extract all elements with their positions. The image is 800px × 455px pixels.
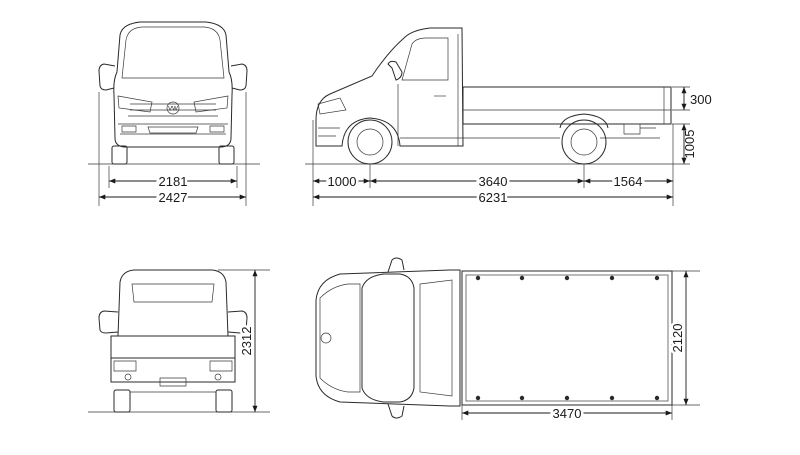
top-view-mirror-bottom [387, 403, 405, 419]
rear-view-cab [117, 269, 229, 337]
dim-label-front-width: 2427 [159, 190, 188, 205]
side-view: 300 1005 1000 3640 1564 6231 [305, 27, 712, 208]
vw-emblem-front [166, 101, 180, 115]
side-view-rear-rim [570, 128, 598, 156]
rear-view-mirror-left [98, 310, 119, 334]
rear-view-mirror-right [227, 310, 248, 334]
front-view-headlight-right [193, 95, 229, 113]
top-view-roof [361, 273, 415, 403]
rear-view-window [131, 283, 215, 303]
side-view-cab-outline [315, 27, 464, 147]
top-view-cab-rear [419, 279, 453, 397]
top-view-mirror-top [387, 257, 405, 273]
front-view-foglight-left [121, 125, 137, 133]
rear-view-license-plate [159, 377, 187, 387]
side-view-rear-light [623, 123, 656, 135]
rear-view-tire-right [215, 389, 233, 413]
rear-view-taillight-left [113, 360, 137, 372]
top-view-cargo-bed [461, 270, 673, 406]
side-view-rear-arch [559, 113, 609, 129]
front-view-cab-outline [113, 21, 233, 148]
front-view: VW 2181 2427 [88, 21, 260, 208]
front-view-headlight-left [117, 95, 153, 113]
front-view-windshield [121, 26, 225, 79]
front-view-bumper [118, 123, 228, 135]
side-view-front-wheel [347, 119, 393, 165]
vw-emblem-top [320, 332, 332, 344]
side-view-bumper [318, 127, 340, 137]
dim-label-front-track: 2181 [159, 174, 188, 189]
side-view-front-rim [356, 128, 384, 156]
top-view-hood [319, 283, 361, 393]
front-view-tire-left [111, 145, 128, 165]
rear-view-rear-frame [110, 357, 236, 383]
top-view: 2120 3470 [315, 257, 700, 424]
dim-label-overall-length: 6231 [479, 190, 508, 205]
side-view-window [401, 37, 449, 81]
side-view-rear-wheel [561, 119, 607, 165]
rear-view-tailgate [110, 335, 236, 359]
vw-emblem-front-text: VW [168, 107, 178, 113]
dim-label-rear-height: 2312 [239, 327, 254, 356]
side-view-cargo-bed [462, 86, 672, 125]
front-view-foglight-right [209, 125, 225, 133]
rear-view-reflector-right [214, 373, 222, 381]
dim-label-front-overhang: 1000 [328, 174, 357, 189]
dim-label-bed-length: 3470 [553, 406, 582, 421]
front-view-tire-right [218, 145, 235, 165]
dim-label-bed-side-height: 300 [690, 92, 712, 107]
top-view-cab [315, 269, 461, 407]
top-view-bed-floor [465, 274, 669, 402]
rear-view-tire-left [113, 389, 131, 413]
dim-label-rear-overhang: 1564 [614, 174, 643, 189]
side-view-door [397, 34, 459, 146]
rear-view: 2312 [88, 269, 270, 413]
dim-label-wheelbase: 3640 [479, 174, 508, 189]
front-view-mirror-right [230, 63, 248, 91]
side-view-bed-side [463, 87, 671, 124]
front-view-grille [128, 103, 218, 117]
side-view-mirror [387, 60, 403, 81]
rear-view-reflector-left [124, 373, 132, 381]
dim-label-bed-width: 2120 [670, 324, 685, 353]
rear-view-taillight-right [209, 360, 233, 372]
side-view-headlight [317, 97, 347, 115]
front-view-mirror-left [98, 63, 116, 91]
front-view-lower-grille [147, 126, 199, 134]
dim-label-bed-floor-height: 1005 [682, 130, 697, 159]
